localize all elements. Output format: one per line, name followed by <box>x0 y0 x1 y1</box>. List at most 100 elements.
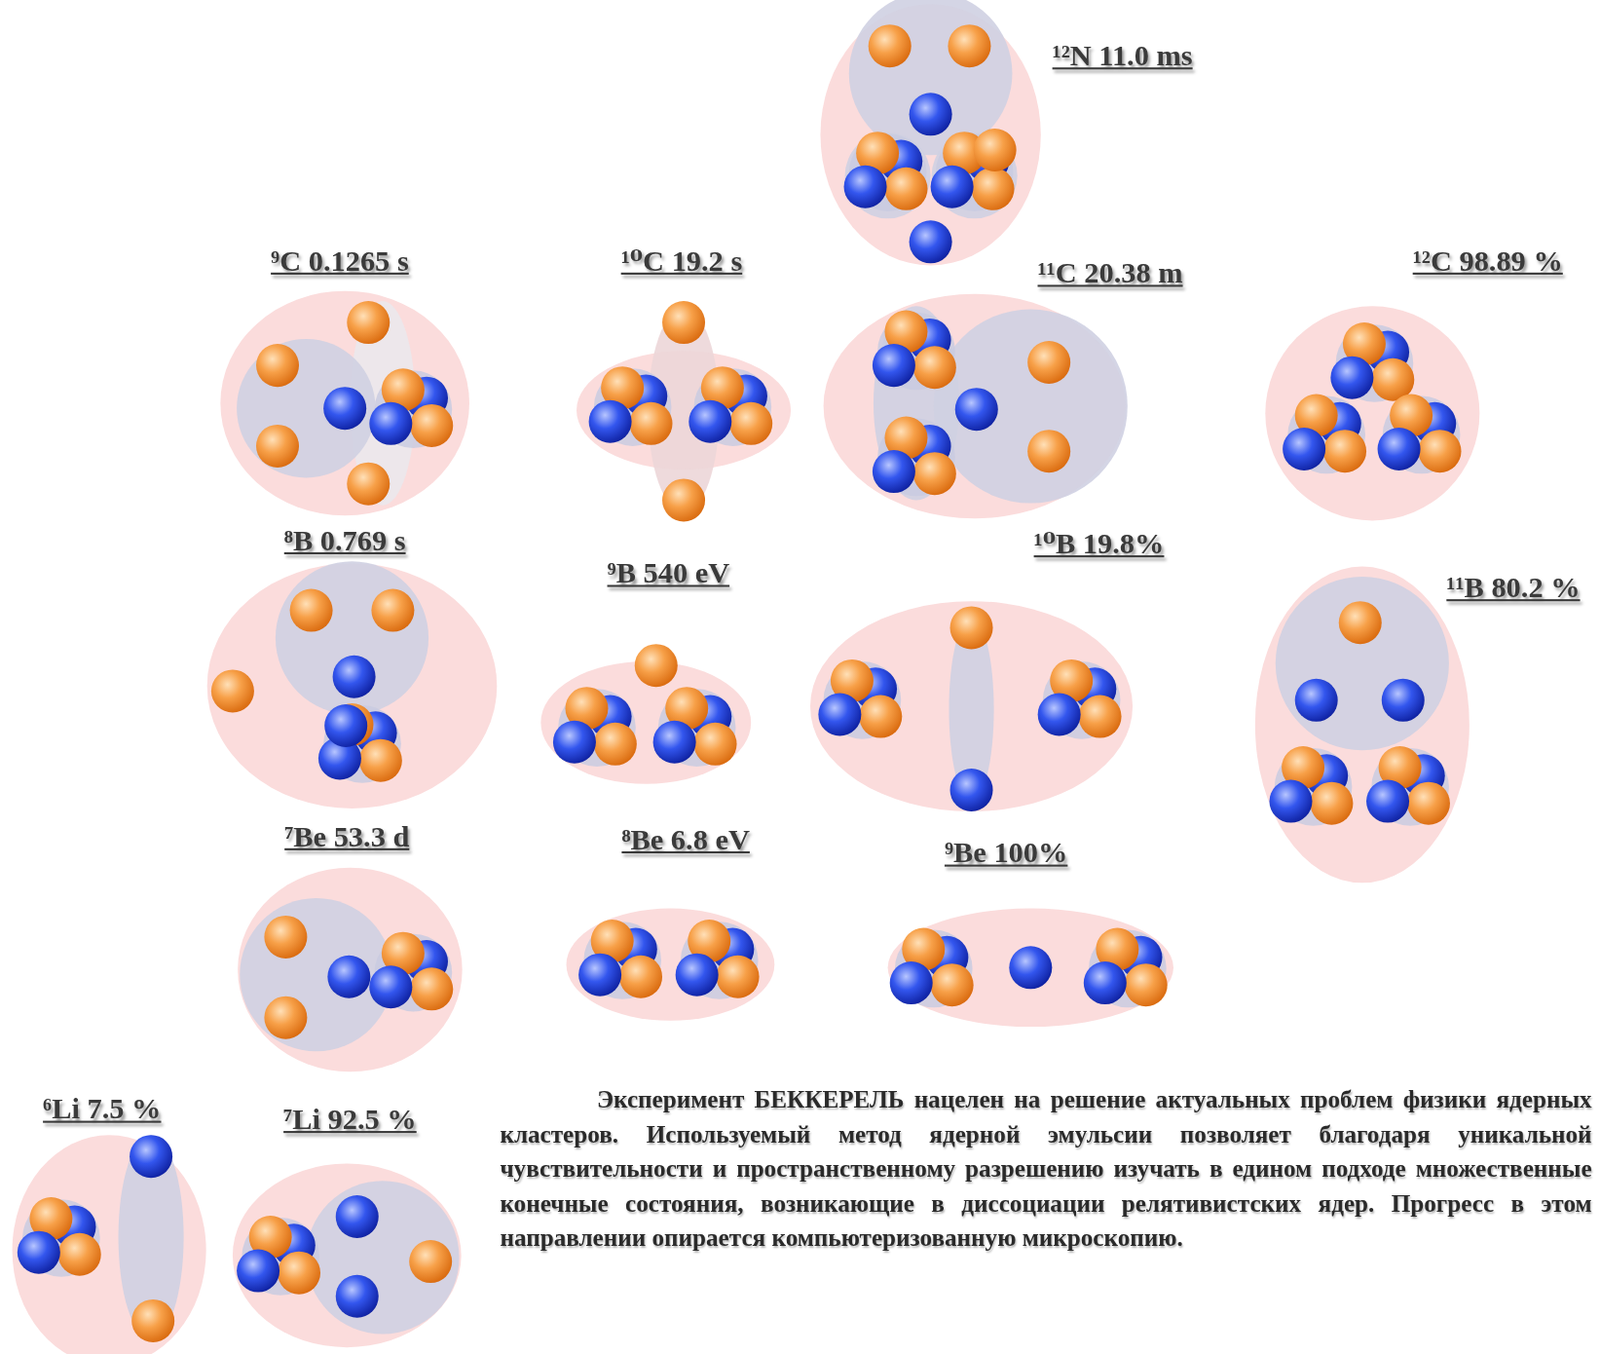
nucleus-label: ¹¹B 80.2 % <box>1446 571 1580 604</box>
nucleus-drawing <box>540 661 751 784</box>
proton-ball <box>263 915 307 959</box>
proton-ball <box>371 589 414 633</box>
nucleus-node: ⁷Be 53.3 d <box>237 867 463 1073</box>
nucleus-label: ⁸B 0.769 s <box>284 524 407 558</box>
proton-ball <box>868 24 912 68</box>
proton-ball <box>619 955 663 999</box>
proton-ball <box>1079 695 1122 739</box>
nucleus-outline <box>888 908 1174 1028</box>
neutron-ball <box>909 92 953 136</box>
cluster-region <box>239 897 393 1051</box>
proton-ball <box>409 404 453 447</box>
neutron-ball <box>335 1194 379 1238</box>
nucleus-drawing <box>207 562 498 808</box>
nucleus-label: ⁷Be 53.3 d <box>284 820 410 854</box>
nucleus-drawing <box>576 307 791 513</box>
nucleus-label: ¹²N 11.0 ms <box>1052 39 1193 73</box>
neutron-ball <box>324 704 368 747</box>
neutron-ball <box>653 720 697 764</box>
nucleus-drawing <box>566 908 776 1021</box>
nucleus-drawing <box>220 291 470 517</box>
description-text: Эксперимент БЕККЕРЕЛЬ нацелен на решение… <box>499 1081 1592 1256</box>
nucleus-drawing <box>888 908 1174 1028</box>
nucleus-drawing <box>232 1163 462 1348</box>
nucleus-node: ⁶Li 7.5 % <box>12 1134 207 1354</box>
neutron-ball <box>955 387 999 431</box>
proton-ball <box>346 300 390 344</box>
proton-ball <box>1407 781 1451 825</box>
nucleus-label: ⁷Li 92.5 % <box>283 1103 417 1136</box>
nucleus-outline <box>566 908 776 1021</box>
proton-ball <box>694 722 738 766</box>
proton-ball <box>1027 340 1071 384</box>
neutron-ball <box>1330 356 1374 400</box>
neutron-ball <box>818 692 861 736</box>
proton-ball <box>58 1232 102 1276</box>
proton-ball <box>409 967 453 1010</box>
proton-ball <box>858 695 902 739</box>
neutron-ball <box>323 386 367 430</box>
neutron-ball <box>890 961 933 1005</box>
neutron-ball <box>17 1230 61 1274</box>
neutron-ball <box>909 220 953 263</box>
nucleus-node: ⁷Li 92.5 % <box>232 1163 462 1348</box>
proton-ball <box>971 167 1015 211</box>
nucleus-node: ¹⁰C 19.2 s <box>576 307 791 513</box>
neutron-ball <box>872 343 916 387</box>
neutron-ball <box>930 165 974 209</box>
nucleus-drawing <box>12 1134 207 1354</box>
neutron-ball <box>1381 678 1425 722</box>
proton-ball <box>131 1299 175 1342</box>
neutron-ball <box>236 1249 280 1293</box>
nucleus-label: ⁸Be 6.8 eV <box>621 823 749 856</box>
proton-ball <box>729 402 773 446</box>
nucleus-label: ¹⁰B 19.8% <box>1034 527 1165 560</box>
proton-ball <box>947 24 991 68</box>
proton-ball <box>263 996 307 1040</box>
proton-ball <box>930 963 974 1006</box>
proton-ball <box>346 462 390 506</box>
neutron-ball <box>333 655 376 699</box>
nucleus-outline <box>232 1163 462 1348</box>
neutron-ball <box>335 1274 379 1318</box>
nucleus-label: ⁹B 540 eV <box>607 557 731 590</box>
nucleus-label: ⁹C 0.1265 s <box>270 245 410 278</box>
proton-ball <box>913 345 957 389</box>
neutron-ball <box>1366 780 1410 823</box>
nucleus-node: ⁸B 0.769 s <box>207 562 498 808</box>
proton-ball <box>950 605 994 649</box>
nucleus-outline <box>810 600 1133 812</box>
nucleus-node: ⁹C 0.1265 s <box>220 291 470 517</box>
neutron-ball <box>675 953 719 997</box>
neutron-ball <box>553 720 596 764</box>
proton-ball <box>359 739 403 782</box>
nucleus-outline <box>237 867 463 1073</box>
nucleus-outline <box>1255 566 1470 884</box>
proton-ball <box>1323 429 1367 473</box>
nucleus-node: ¹²C 98.89 % <box>1265 305 1480 521</box>
proton-ball <box>630 402 673 446</box>
nucleus-drawing <box>1255 566 1470 884</box>
neutron-ball <box>1282 427 1326 471</box>
neutron-ball <box>950 768 994 812</box>
proton-ball <box>594 722 637 766</box>
proton-ball <box>1339 600 1382 644</box>
nucleus-node: ¹⁰B 19.8% <box>810 600 1133 812</box>
nucleus-node: ⁸Be 6.8 eV <box>566 908 776 1021</box>
nucleus-node: ¹¹C 20.38 m <box>823 294 1126 520</box>
neutron-ball <box>1377 427 1421 471</box>
nucleus-node: ¹²N 11.0 ms <box>819 3 1041 265</box>
nucleus-label: ¹²C 98.89 % <box>1413 245 1563 278</box>
nucleus-outline <box>1265 305 1480 521</box>
neutron-ball <box>844 165 888 209</box>
cluster-region <box>275 560 429 714</box>
proton-ball <box>1417 429 1461 473</box>
nucleus-drawing <box>810 600 1133 812</box>
proton-ball <box>211 669 255 712</box>
proton-ball <box>973 128 1017 172</box>
cluster-region <box>305 1180 459 1334</box>
proton-ball <box>716 955 760 999</box>
proton-ball <box>884 167 928 211</box>
neutron-ball <box>1269 780 1313 823</box>
